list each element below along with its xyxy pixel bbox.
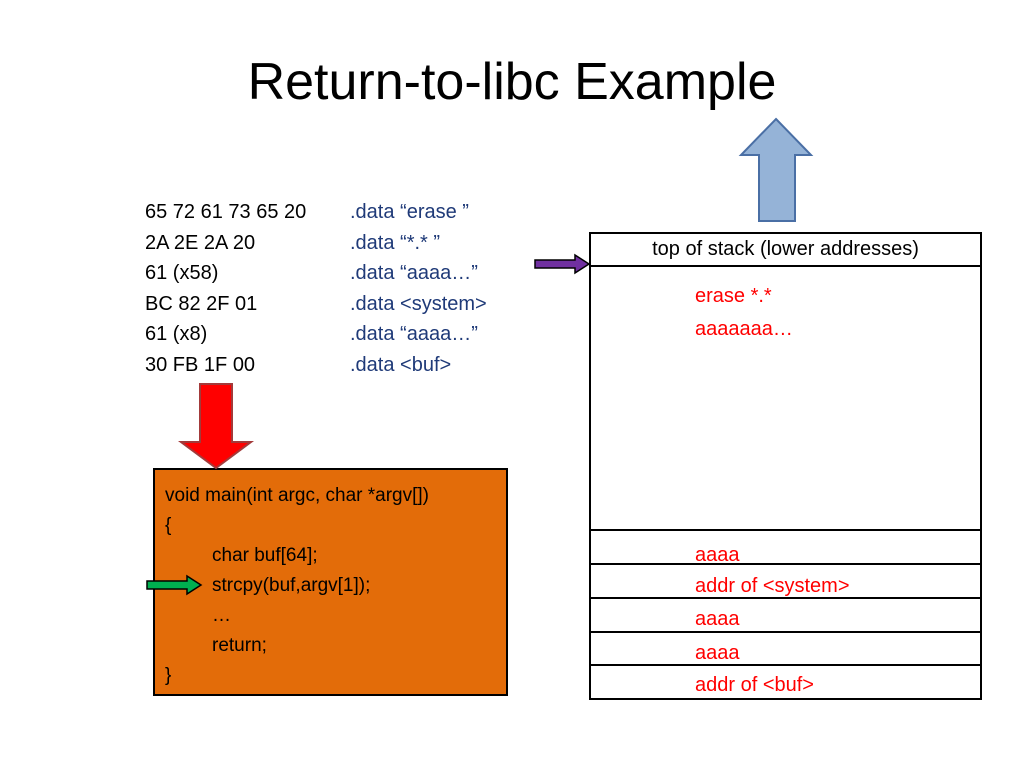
down-arrow-icon <box>177 383 255 470</box>
hex-line: 30 FB 1F 00 <box>145 353 256 376</box>
stack-cell-label: addr of <buf> <box>695 674 814 696</box>
stack-header: top of stack (lower addresses) <box>591 234 980 267</box>
data-line: .data “*.* ” <box>350 231 441 254</box>
hex-line: BC 82 2F 01 <box>145 292 258 315</box>
stack-cell <box>591 664 980 698</box>
stack-pointer-arrow-icon <box>534 253 591 275</box>
stack-cell <box>591 529 980 563</box>
stack-cell <box>591 631 980 664</box>
code-box: void main(int argc, char *argv[]) { char… <box>153 468 508 696</box>
stack-cell-label: aaaa <box>695 544 740 566</box>
slide-title: Return-to-libc Example <box>247 53 777 111</box>
hex-line: 2A 2E 2A 20 <box>145 231 256 254</box>
stack-cell <box>591 597 980 631</box>
data-line: .data <system> <box>350 292 487 315</box>
code-line: strcpy(buf,argv[1]); <box>212 575 371 596</box>
code-line: } <box>165 665 172 686</box>
code-line: return; <box>212 635 267 656</box>
data-line: .data “aaaa…” <box>350 323 478 345</box>
stack-buffer-line: aaaaaaa… <box>695 318 793 340</box>
stack-diagram: top of stack (lower addresses) <box>589 232 982 700</box>
stack-cell-label: aaaa <box>695 642 740 664</box>
payload-hex-list: 65 72 61 73 65 20 2A 2E 2A 20 61 (x58) B… <box>145 197 306 380</box>
hex-line: 61 (x58) <box>145 262 219 284</box>
up-arrow-icon <box>738 117 814 222</box>
stack-cell-label: aaaa <box>695 608 740 630</box>
stack-buffer-line: erase *.* <box>695 285 772 307</box>
data-line: .data “erase ” <box>350 201 469 223</box>
code-line: … <box>212 605 231 626</box>
code-line: char buf[64]; <box>212 545 318 566</box>
data-line: .data <buf> <box>350 353 452 376</box>
payload-data-list: .data “erase ” .data “*.* ” .data “aaaa…… <box>350 197 487 380</box>
stack-cell-label: addr of <system> <box>695 575 850 597</box>
hex-line: 61 (x8) <box>145 323 208 345</box>
code-line: void main(int argc, char *argv[]) <box>165 485 429 506</box>
data-line: .data “aaaa…” <box>350 262 478 284</box>
stack-cell <box>591 563 980 597</box>
code-line: { <box>165 515 172 536</box>
hex-line: 65 72 61 73 65 20 <box>145 201 307 223</box>
